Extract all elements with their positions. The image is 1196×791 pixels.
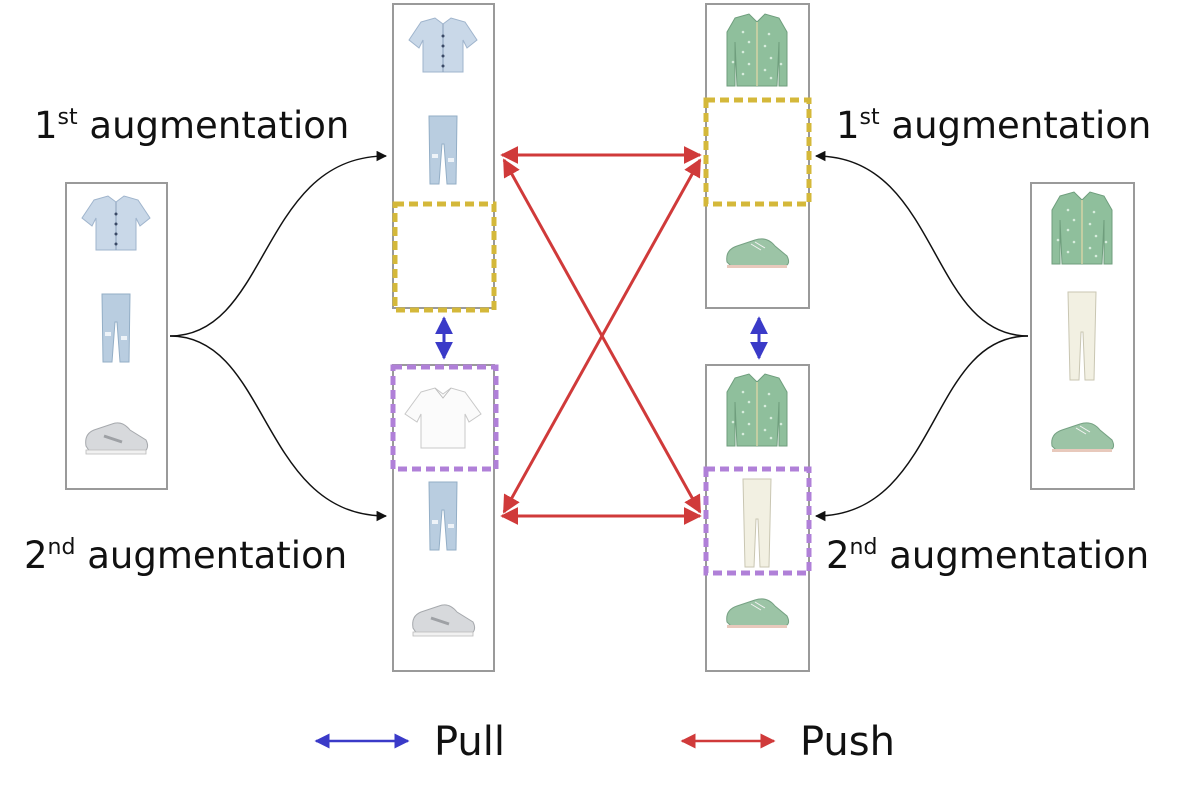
right-source-frame [1030, 182, 1135, 490]
green-shoe-image [1051, 422, 1115, 453]
branch-arrow [814, 335, 1029, 522]
denim-shirt-image [81, 195, 151, 251]
green-cardigan-image [726, 373, 788, 447]
cream-trousers-image [1067, 291, 1097, 381]
legend-push-label: Push [800, 719, 895, 765]
replaced-item-box [390, 364, 499, 472]
push-arrow [502, 158, 702, 514]
cream-trousers-image [742, 478, 772, 568]
grey-sneaker-image [411, 603, 477, 638]
grey-sneaker-image [84, 421, 150, 456]
left-source-frame [65, 182, 168, 490]
white-shirt-image [404, 387, 482, 449]
denim-shirt-image [408, 17, 478, 73]
branch-arrow [169, 150, 388, 337]
first-augmentation-label-right: 1st augmentation [836, 104, 1151, 147]
ripped-jeans-image [428, 481, 458, 551]
green-shoe-image [726, 598, 790, 629]
second-augmentation-label-right: 2nd augmentation [826, 534, 1149, 577]
branch-arrow [169, 335, 388, 522]
replaced-item-box [703, 466, 812, 576]
legend-pull-label: Pull [434, 719, 505, 765]
masked-item-box [703, 97, 812, 207]
second-augmentation-label-left: 2nd augmentation [24, 534, 347, 577]
green-cardigan-image [726, 13, 788, 87]
ripped-jeans-image [101, 293, 131, 363]
green-cardigan-image [1051, 191, 1113, 265]
first-augmentation-label-left: 1st augmentation [34, 104, 349, 147]
masked-item-box [392, 201, 497, 313]
green-shoe-image [726, 238, 790, 269]
branch-arrow [814, 150, 1029, 337]
ripped-jeans-image [428, 115, 458, 185]
